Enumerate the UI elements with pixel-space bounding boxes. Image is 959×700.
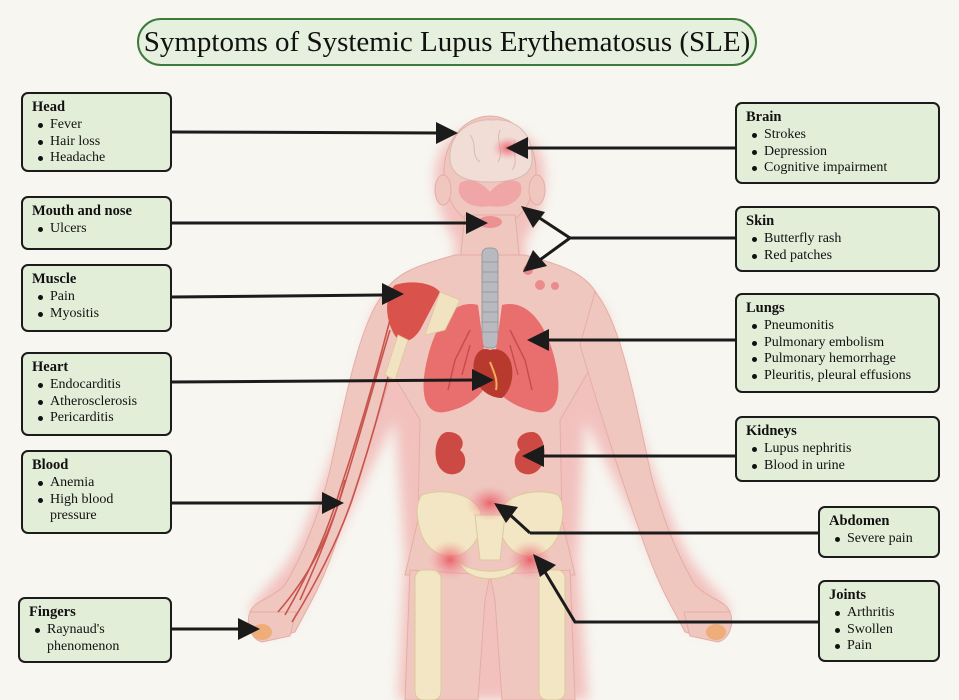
box-fingers: Fingers Raynaud's phenomenon <box>18 597 172 663</box>
title-banner: Symptoms of Systemic Lupus Erythematosus… <box>137 18 757 66</box>
list-item: Arthritis <box>847 605 930 622</box>
list-item: Hair loss <box>50 134 162 151</box>
arrow-head <box>172 132 440 133</box>
box-mouth-list: Ulcers <box>32 221 162 238</box>
list-item: High blood pressure <box>50 492 150 525</box>
list-item: Ulcers <box>50 221 162 238</box>
list-item: Pneumonitis <box>764 318 930 335</box>
box-mouth-title: Mouth and nose <box>32 203 162 220</box>
arrow-skin <box>535 215 735 238</box>
box-blood: Blood Anemia High blood pressure <box>21 450 172 534</box>
diagram-title: Symptoms of Systemic Lupus Erythematosus… <box>144 26 751 59</box>
box-fingers-title: Fingers <box>29 604 162 621</box>
box-skin-list: Butterfly rash Red patches <box>746 231 930 264</box>
box-kidneys: Kidneys Lupus nephritis Blood in urine <box>735 416 940 482</box>
list-item: Pain <box>50 289 162 306</box>
box-brain: Brain Strokes Depression Cognitive impai… <box>735 102 940 184</box>
list-item: Pulmonary hemorrhage <box>764 351 930 368</box>
box-lungs-title: Lungs <box>746 300 930 317</box>
box-lungs: Lungs Pneumonitis Pulmonary embolism Pul… <box>735 293 940 393</box>
list-item: Swollen <box>847 622 930 639</box>
list-item: Anemia <box>50 475 150 492</box>
list-item: Pericarditis <box>50 410 162 427</box>
list-item: Myositis <box>50 306 162 323</box>
box-heart: Heart Endocarditis Atherosclerosis Peric… <box>21 352 172 436</box>
list-item: Pulmonary embolism <box>764 335 930 352</box>
box-joints-list: Arthritis Swollen Pain <box>829 605 930 655</box>
list-item: Red patches <box>764 248 930 265</box>
list-item: Raynaud's phenomenon <box>47 622 147 655</box>
box-mouth-and-nose: Mouth and nose Ulcers <box>21 196 172 250</box>
list-item: Blood in urine <box>764 458 930 475</box>
box-blood-title: Blood <box>32 457 162 474</box>
box-lungs-list: Pneumonitis Pulmonary embolism Pulmonary… <box>746 318 930 384</box>
list-item: Endocarditis <box>50 377 162 394</box>
box-brain-title: Brain <box>746 109 930 126</box>
box-head-title: Head <box>32 99 162 116</box>
box-muscle: Muscle Pain Myositis <box>21 264 172 332</box>
list-item: Cognitive impairment <box>764 160 930 177</box>
box-head-list: Fever Hair loss Headache <box>32 117 162 167</box>
arrow-muscle <box>172 295 385 297</box>
box-fingers-list: Raynaud's phenomenon <box>29 622 147 655</box>
list-item: Lupus nephritis <box>764 441 930 458</box>
arrow-skin-2 <box>537 238 570 262</box>
box-muscle-list: Pain Myositis <box>32 289 162 322</box>
box-kidneys-title: Kidneys <box>746 423 930 440</box>
box-skin: Skin Butterfly rash Red patches <box>735 206 940 272</box>
box-abdomen: Abdomen Severe pain <box>818 506 940 558</box>
list-item: Fever <box>50 117 162 134</box>
list-item: Severe pain <box>847 531 930 548</box>
box-joints: Joints Arthritis Swollen Pain <box>818 580 940 662</box>
box-kidneys-list: Lupus nephritis Blood in urine <box>746 441 930 474</box>
box-abdomen-list: Severe pain <box>829 531 930 548</box>
list-item: Atherosclerosis <box>50 394 162 411</box>
box-skin-title: Skin <box>746 213 930 230</box>
list-item: Pleuritis, pleural effusions <box>764 368 930 385</box>
box-abdomen-title: Abdomen <box>829 513 930 530</box>
list-item: Pain <box>847 638 930 655</box>
list-item: Depression <box>764 144 930 161</box>
trachea <box>482 248 498 348</box>
list-item: Butterfly rash <box>764 231 930 248</box>
box-head: Head Fever Hair loss Headache <box>21 92 172 172</box>
box-brain-list: Strokes Depression Cognitive impairment <box>746 127 930 177</box>
arrow-heart <box>172 380 475 382</box>
list-item: Headache <box>50 150 162 167</box>
box-heart-title: Heart <box>32 359 162 376</box>
box-blood-list: Anemia High blood pressure <box>32 475 150 525</box>
list-item: Strokes <box>764 127 930 144</box>
box-joints-title: Joints <box>829 587 930 604</box>
box-muscle-title: Muscle <box>32 271 162 288</box>
box-heart-list: Endocarditis Atherosclerosis Pericarditi… <box>32 377 162 427</box>
